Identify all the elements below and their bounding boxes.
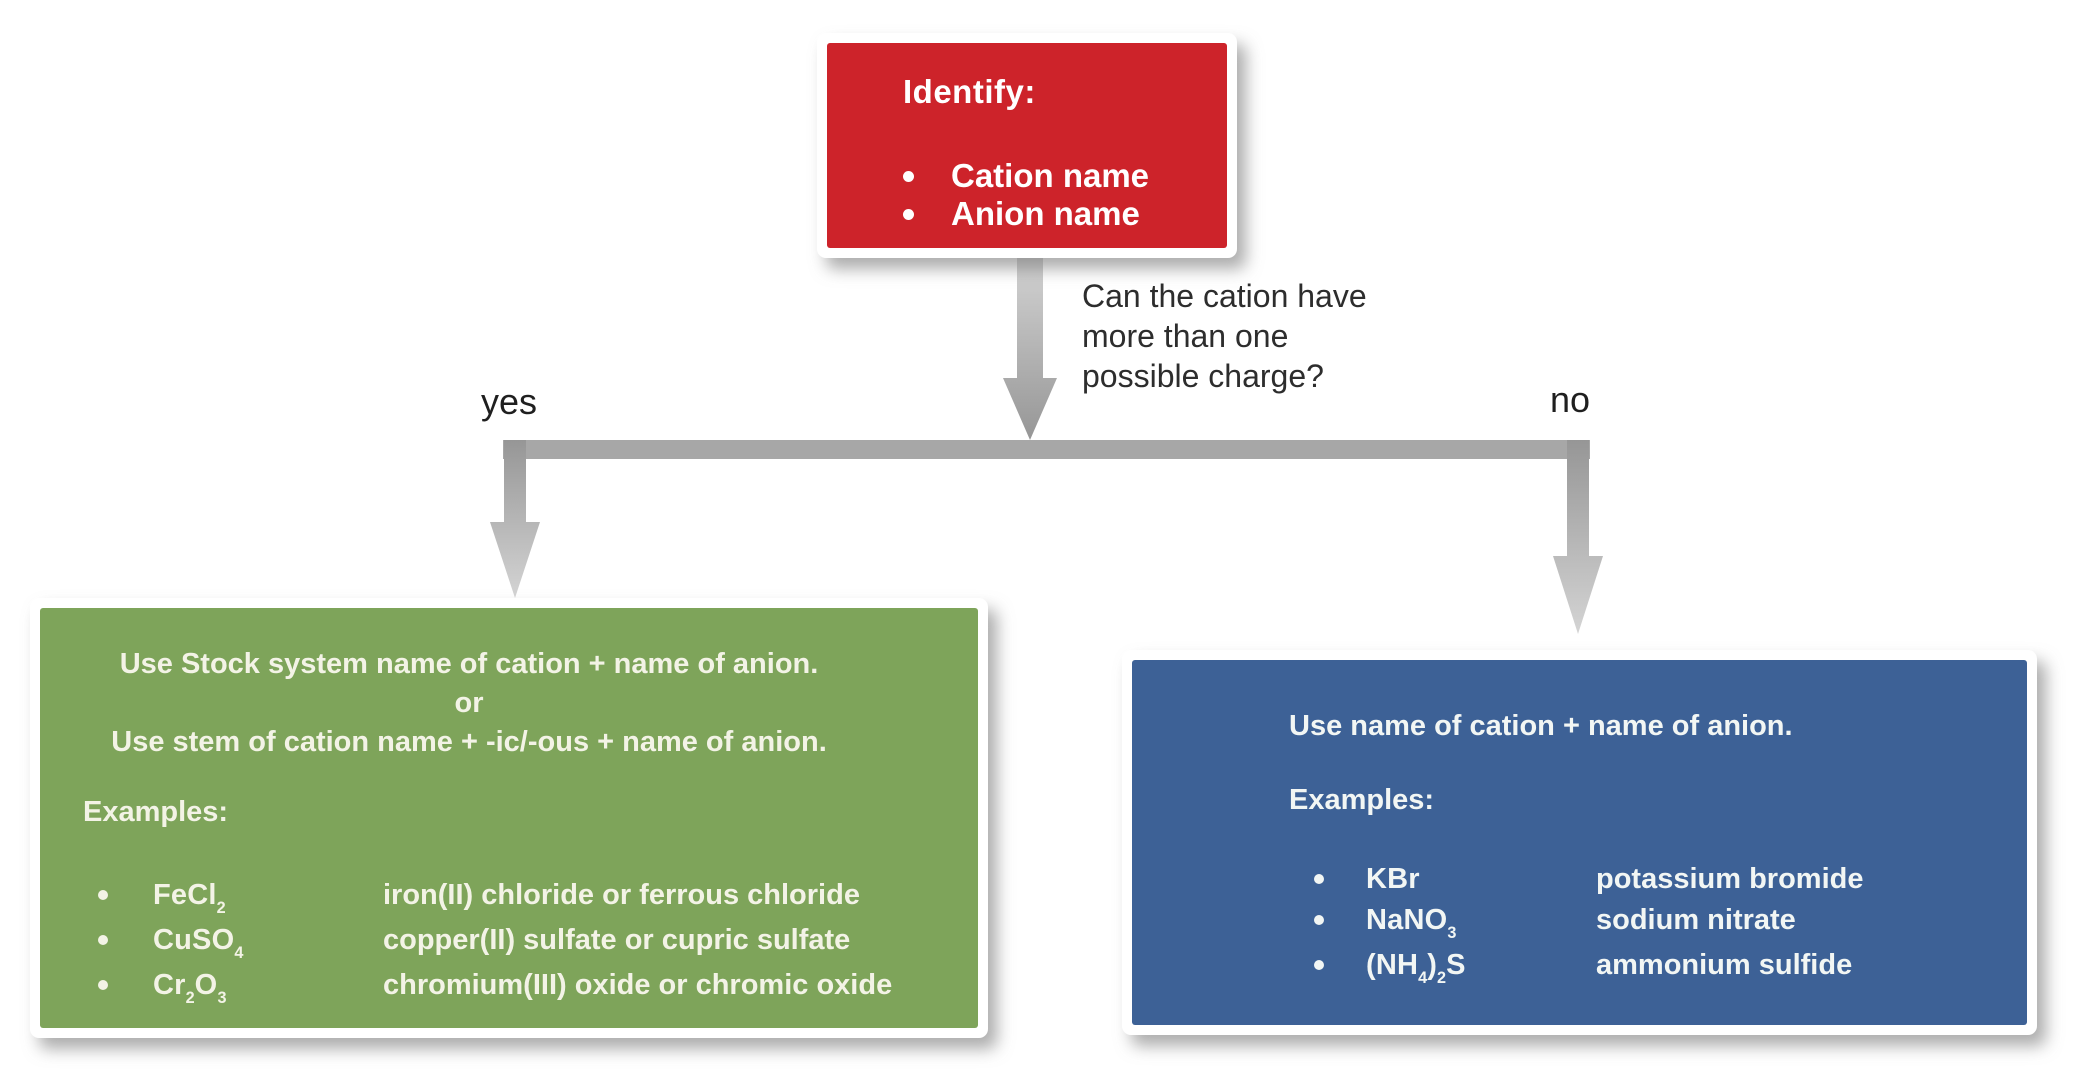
- examples-label: Examples:: [83, 796, 229, 828]
- no-arrow-icon: [1553, 440, 1603, 634]
- example-row: (NH4)2S ammonium sulfide: [1132, 945, 2027, 990]
- bullet-icon: [903, 208, 914, 220]
- bullet-icon: [98, 890, 108, 900]
- simple-naming-rule: Use name of cation + name of anion.: [1289, 707, 2027, 746]
- examples-label: Examples:: [1289, 784, 1435, 816]
- example-row: FeCl2 iron(II) chloride or ferrous chlori…: [40, 875, 978, 920]
- list-item: Anion name: [903, 195, 1213, 233]
- question-line: possible charge?: [1082, 358, 1324, 394]
- example-name: chromium(III) oxide or chromic oxide: [383, 969, 893, 1001]
- bullet-icon: [1314, 960, 1324, 970]
- bullet-icon: [1314, 915, 1324, 925]
- example-formula: Cr2O3: [153, 969, 227, 1007]
- example-formula: FeCl2: [153, 879, 226, 917]
- example-name: potassium bromide: [1596, 863, 1864, 895]
- bullet-icon: [1314, 874, 1324, 884]
- list-item: Cation name: [903, 157, 1213, 195]
- example-row: CuSO4 copper(II) sulfate or cupric sulfat…: [40, 920, 978, 965]
- list-item-label: Cation name: [951, 157, 1150, 194]
- example-row: KBr potassium bromide: [1132, 859, 2027, 900]
- rule-line: Use stem of cation name + -ic/-ous + nam…: [111, 726, 827, 758]
- list-item-label: Anion name: [951, 195, 1140, 232]
- examples-list: FeCl2 iron(II) chloride or ferrous chlori…: [40, 875, 978, 1010]
- question-line: Can the cation have: [1082, 278, 1367, 314]
- yes-label: yes: [481, 381, 538, 422]
- example-name: copper(II) sulfate or cupric sulfate: [383, 924, 851, 956]
- question-text: Can the cation have more than one possib…: [1082, 276, 1367, 396]
- simple-name-box-body: Use name of cation + name of anion. Exam…: [1132, 660, 2027, 1025]
- simple-name-box: Use name of cation + name of anion. Exam…: [1122, 650, 2037, 1035]
- stock-naming-rule: Use Stock system name of cation + name o…: [64, 645, 874, 762]
- question-line: more than one: [1082, 318, 1289, 354]
- example-name: iron(II) chloride or ferrous chloride: [383, 879, 860, 911]
- identify-title: Identify:: [903, 73, 1036, 110]
- example-formula: CuSO4: [153, 924, 244, 962]
- example-formula: NaNO3: [1366, 904, 1457, 942]
- example-formula: (NH4)2S: [1366, 949, 1466, 987]
- example-row: NaNO3 sodium nitrate: [1132, 900, 2027, 945]
- example-formula: KBr: [1366, 863, 1420, 895]
- bullet-icon: [903, 170, 914, 182]
- rule-line: Use name of cation + name of anion.: [1289, 710, 1793, 742]
- rule-line: or: [454, 687, 484, 719]
- bullet-icon: [98, 980, 108, 990]
- yes-arrow-icon: [490, 440, 540, 598]
- no-label: no: [1550, 379, 1591, 420]
- question-arrow-icon: [1003, 254, 1057, 440]
- stock-system-box-body: Use Stock system name of cation + name o…: [40, 608, 978, 1028]
- branch-bar: [503, 440, 1590, 459]
- bullet-icon: [98, 935, 108, 945]
- rule-line: Use Stock system name of cation + name o…: [119, 648, 819, 680]
- example-row: Cr2O3 chromium(III) oxide or chromic oxid…: [40, 965, 978, 1010]
- example-name: sodium nitrate: [1596, 904, 1796, 936]
- stock-system-box: Use Stock system name of cation + name o…: [30, 598, 988, 1038]
- example-name: ammonium sulfide: [1596, 949, 1853, 981]
